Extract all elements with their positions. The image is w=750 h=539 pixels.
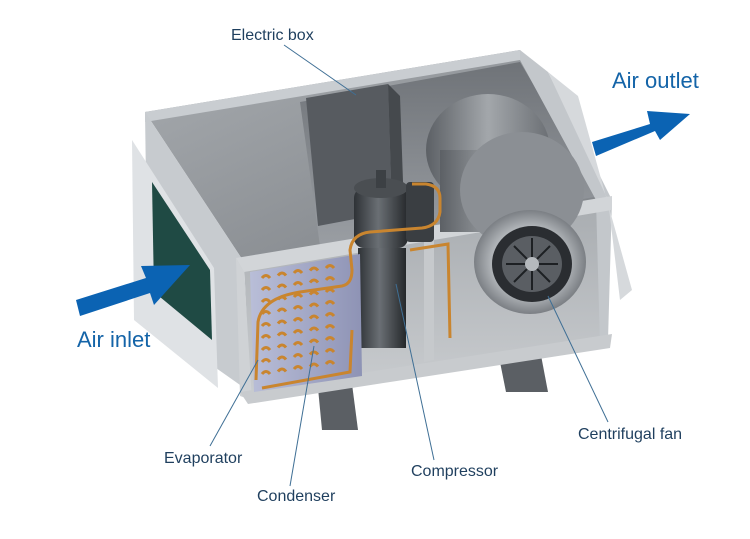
label-condenser: Condenser: [257, 488, 336, 505]
air-outlet-arrow: [592, 111, 690, 156]
coil-tube: [292, 353, 304, 359]
coil-tube: [260, 346, 272, 352]
coil-tube: [292, 269, 304, 275]
coil-tube: [276, 319, 288, 325]
coil-tube: [292, 293, 304, 299]
coil-tube: [276, 271, 288, 277]
coil-tube: [276, 367, 288, 373]
coil-tube: [260, 298, 272, 304]
coil-tube: [308, 326, 320, 332]
mounting-foot-left: [318, 384, 358, 430]
leader-condenser: [289, 345, 315, 487]
inlet-filter: [152, 182, 212, 340]
label-centrifugal-fan: Centrifugal fan: [578, 426, 683, 443]
coil-tube: [292, 329, 304, 335]
label-air-outlet: Air outlet: [612, 68, 699, 93]
coil-tube: [324, 288, 336, 294]
coil-tube: [324, 300, 336, 306]
coil-tube: [276, 343, 288, 349]
leader-centrifugal-fan: [547, 295, 609, 423]
coil-tube: [276, 355, 288, 361]
coil-tube: [276, 283, 288, 289]
coil-tube: [324, 264, 336, 270]
coil-tube: [292, 317, 304, 323]
coil-tube: [276, 331, 288, 337]
leader-lines: [209, 44, 609, 487]
air-inlet-arrow: [76, 265, 190, 316]
coil-tube: [308, 290, 320, 296]
coil-tube: [324, 324, 336, 330]
coil-assembly: [250, 182, 452, 392]
coil-tube: [260, 334, 272, 340]
coil-tube: [324, 348, 336, 354]
coil-tube: [308, 338, 320, 344]
coil-tube: [260, 310, 272, 316]
leader-compressor: [395, 283, 435, 461]
coil-tube: [260, 370, 272, 376]
coil-tube: [308, 302, 320, 308]
label-air-inlet: Air inlet: [77, 327, 151, 352]
label-evaporator: Evaporator: [164, 450, 243, 467]
coil-tube: [292, 365, 304, 371]
centrifugal-fan: [426, 94, 586, 314]
coil-tube: [324, 276, 336, 282]
coil-tube: [260, 358, 272, 364]
coil-tube: [260, 274, 272, 280]
coil-tube: [308, 314, 320, 320]
outlet-flange: [548, 72, 632, 300]
coil-tube: [324, 360, 336, 366]
coil-tube: [292, 341, 304, 347]
coil-tube: [292, 305, 304, 311]
coil-tube: [308, 278, 320, 284]
coil-tube: [276, 307, 288, 313]
copper-pipe: [254, 182, 442, 381]
coil-tube: [308, 350, 320, 356]
compartment-divider: [424, 230, 434, 362]
leader-evaporator: [209, 359, 259, 447]
coil-tube: [324, 312, 336, 318]
leader-electric-box: [283, 44, 357, 96]
coil-tube: [292, 281, 304, 287]
coil-tube: [324, 336, 336, 342]
coil-tube: [260, 286, 272, 292]
label-compressor: Compressor: [411, 463, 499, 480]
coil-tube: [260, 322, 272, 328]
label-electric-box: Electric box: [231, 27, 314, 44]
coil-tube: [308, 266, 320, 272]
